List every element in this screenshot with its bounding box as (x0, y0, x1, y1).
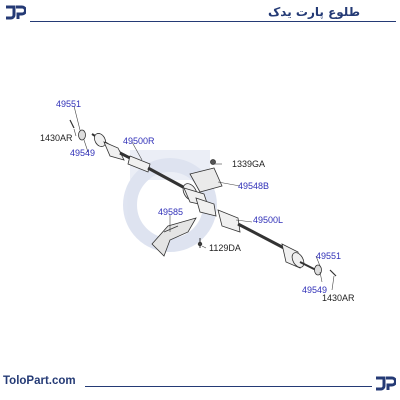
part-label-1129da: 1129DA (209, 243, 241, 253)
part-label-49548b: 49548B (238, 181, 270, 191)
small-fasteners (69, 119, 337, 277)
footer-site-link[interactable]: ToloPart.com (3, 375, 76, 387)
part-label-1430ar-top: 1430AR (40, 133, 73, 143)
part-label-1430ar-bottom: 1430AR (322, 293, 355, 303)
heat-shield (151, 217, 197, 257)
footer-divider (85, 386, 372, 387)
part-label-49551-top: 49551 (56, 99, 82, 109)
right-drive-shaft (91, 133, 209, 207)
part-label-1339ga: 1339GA (232, 159, 266, 169)
left-drive-shaft (195, 197, 317, 271)
part-label-49585: 49585 (158, 207, 184, 217)
bearing-bracket (189, 159, 223, 193)
part-label-49500r: 49500R (123, 136, 155, 146)
leader-lines (73, 105, 335, 291)
toloport-logo-icon (6, 5, 26, 20)
part-label-49549-top: 49549 (70, 148, 96, 158)
toloport-logo-footer-icon (376, 376, 396, 391)
part-label-49549-bottom: 49549 (302, 285, 328, 295)
header-divider (30, 21, 396, 22)
part-label-49500l: 49500L (253, 215, 284, 225)
part-label-49551-bottom: 49551 (316, 251, 342, 261)
header-bar: طلوع پارت یدک (0, 0, 400, 26)
brand-name-persian: طلوع پارت یدک (268, 5, 360, 19)
